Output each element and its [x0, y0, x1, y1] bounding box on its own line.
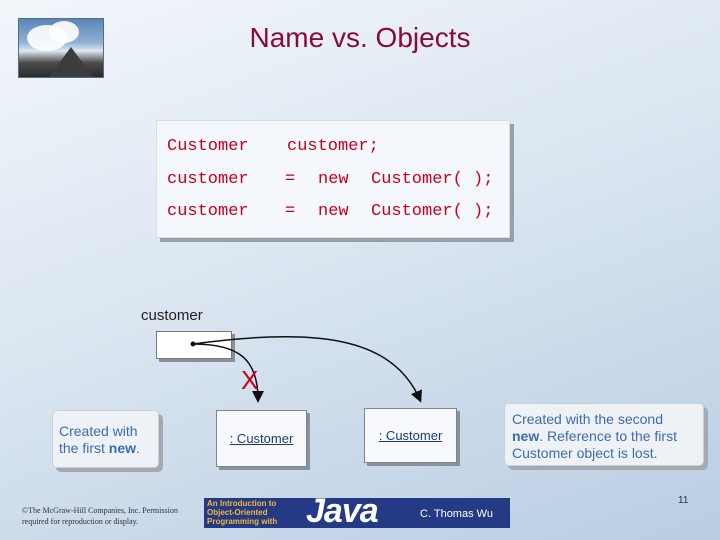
page-number: 11	[678, 495, 688, 506]
banner-author: C. Thomas Wu	[420, 508, 493, 520]
object-box-second: : Customer	[364, 408, 457, 463]
callout-first-keyword: new	[109, 440, 136, 456]
callout-first-suffix: .	[136, 440, 140, 456]
callout-second-text1: Created with the second	[512, 411, 663, 427]
object-box-first: : Customer	[216, 410, 307, 467]
banner-line-2: Object-Oriented	[207, 508, 303, 517]
banner-subtitle: An Introduction to Object-Oriented Progr…	[207, 499, 303, 526]
banner-line-1: An Introduction to	[207, 499, 303, 508]
new-reference-arrow	[193, 337, 420, 400]
callout-second-object: Created with the second new. Reference t…	[504, 403, 704, 466]
copyright-notice: ©The McGraw-Hill Companies, Inc. Permiss…	[22, 505, 197, 527]
callout-second-keyword: new	[512, 428, 539, 444]
banner-line-3: Programming with	[207, 517, 303, 526]
callout-first-object: Created with the first new.	[52, 410, 159, 468]
banner-java-logo: Java	[306, 498, 378, 528]
book-banner: An Introduction to Object-Oriented Progr…	[204, 498, 510, 528]
cross-mark: X	[241, 365, 258, 395]
